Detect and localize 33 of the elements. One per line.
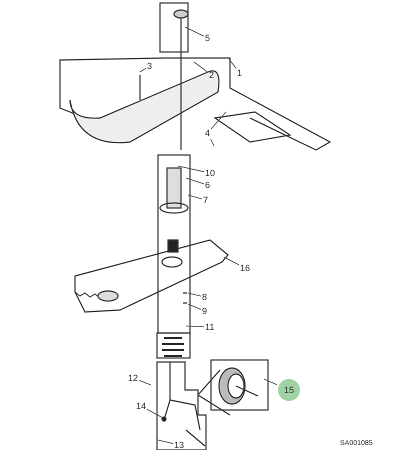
leader-line	[158, 440, 174, 444]
callout-number: 2	[209, 70, 214, 80]
callout-number: 15	[278, 379, 300, 401]
callout-number: 8	[202, 292, 208, 302]
leader-line	[210, 138, 214, 146]
callout-number: 11	[205, 322, 214, 332]
leader-line	[224, 256, 240, 266]
leader-line	[186, 326, 204, 328]
leader-line	[194, 62, 208, 73]
leader-line	[184, 26, 204, 37]
leader-line	[186, 178, 204, 184]
callout-number: 12	[128, 373, 138, 383]
callout-number: 1	[237, 68, 242, 78]
leader-line	[188, 292, 202, 297]
callout-number: 7	[203, 195, 208, 205]
callout-number: 14	[136, 401, 146, 411]
callout-number: 16	[240, 263, 250, 273]
callout-number: 9	[202, 306, 208, 316]
callout-number: 10	[205, 168, 216, 178]
callout-number: 4	[205, 128, 210, 138]
leader-line	[138, 380, 152, 386]
leader-line	[178, 166, 204, 172]
leader-line	[210, 112, 226, 130]
leader-line	[228, 58, 236, 69]
callout-number: 13	[174, 440, 184, 450]
callout-number: 3	[147, 61, 152, 71]
leader-line	[188, 304, 202, 310]
leader-line	[140, 68, 146, 72]
callout-number: 6	[205, 180, 210, 190]
leader-line	[188, 194, 202, 200]
callout-number: 5	[205, 33, 210, 43]
leader-line	[146, 408, 164, 418]
leader-line	[264, 378, 278, 386]
